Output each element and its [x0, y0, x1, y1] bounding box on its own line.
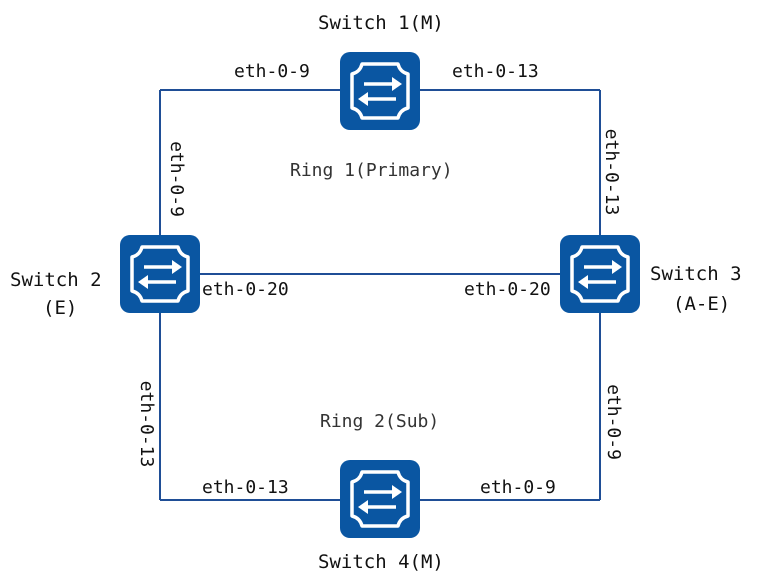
port-s3-bottom: eth-0-9	[603, 384, 624, 460]
port-s2-top: eth-0-9	[166, 141, 187, 217]
port-s1-right: eth-0-13	[452, 61, 539, 82]
switch-2-name: Switch 2	[10, 269, 102, 291]
switch-1-icon	[340, 52, 420, 130]
switch-3-icon	[560, 235, 640, 313]
switch-2-icon	[120, 235, 200, 313]
port-s4-right: eth-0-9	[480, 477, 556, 498]
switch-2-role: (E)	[43, 297, 78, 319]
switch-4-name: Switch 4(M)	[318, 551, 444, 573]
port-s3-top: eth-0-13	[601, 128, 622, 216]
port-s2-right: eth-0-20	[202, 279, 289, 300]
port-s4-left: eth-0-13	[202, 477, 289, 498]
port-s1-left: eth-0-9	[234, 61, 310, 82]
switch-3-name: Switch 3	[650, 263, 742, 285]
switch-1-name: Switch 1(M)	[318, 12, 444, 34]
ring-2-label: Ring 2(Sub)	[320, 411, 440, 432]
port-s3-left: eth-0-20	[464, 279, 551, 300]
port-s2-bottom: eth-0-13	[136, 380, 157, 468]
ring-1-label: Ring 1(Primary)	[290, 160, 453, 181]
switch-4-icon	[340, 460, 420, 538]
switch-3-role: (A-E)	[673, 293, 731, 315]
